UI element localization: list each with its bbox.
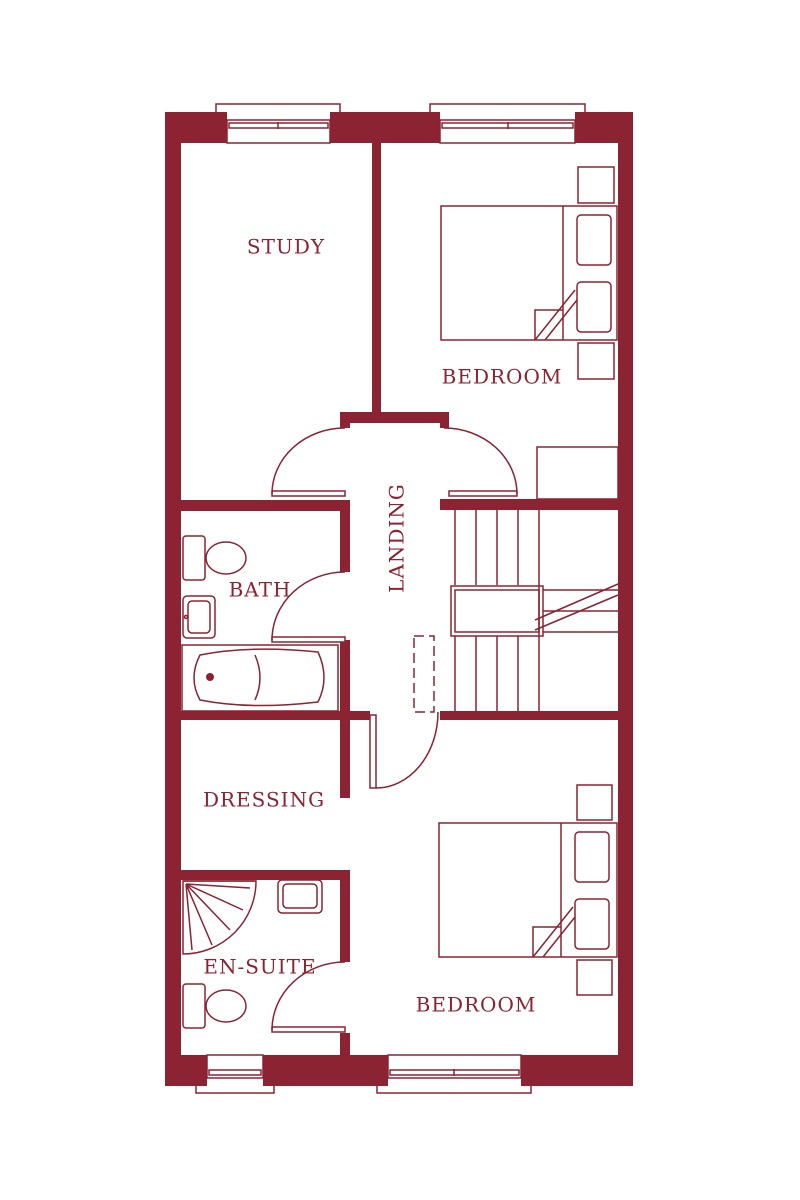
bed-top [440,205,618,341]
window-bedroom-bottom [376,1054,532,1094]
room-label-study: STUDY [247,235,325,259]
nightstand [576,959,613,996]
staircase [413,510,619,713]
room-label-en-suite: EN-SUITE [203,955,316,979]
window-bedroom-top [429,103,586,144]
nightstand [577,342,615,380]
nightstand [576,784,613,821]
nightstand [577,166,615,204]
basin-bath [182,595,216,639]
basin-ensuite [277,879,323,914]
wardrobe [536,446,619,500]
door-bath[interactable] [271,571,346,643]
door-study[interactable] [271,427,346,497]
room-label-bedroom: BEDROOM [416,993,537,1017]
door-bedroom-top[interactable] [443,427,518,497]
bathtub [181,644,339,712]
room-label-dressing: DRESSING [203,788,325,812]
room-label-landing: LANDING [385,483,409,593]
window-ensuite [195,1054,275,1094]
door-ensuite[interactable] [271,961,346,1033]
door-bedroom-bottom[interactable] [369,711,439,789]
shower [182,880,257,955]
outer-walls [165,112,633,1086]
toilet-bath [182,535,247,581]
interior-walls [180,143,618,1055]
bed-bottom [438,822,618,958]
room-label-bedroom: BEDROOM [442,365,563,389]
toilet-ensuite [182,983,247,1029]
window-study [215,103,341,144]
room-label-bath: BATH [229,578,292,602]
